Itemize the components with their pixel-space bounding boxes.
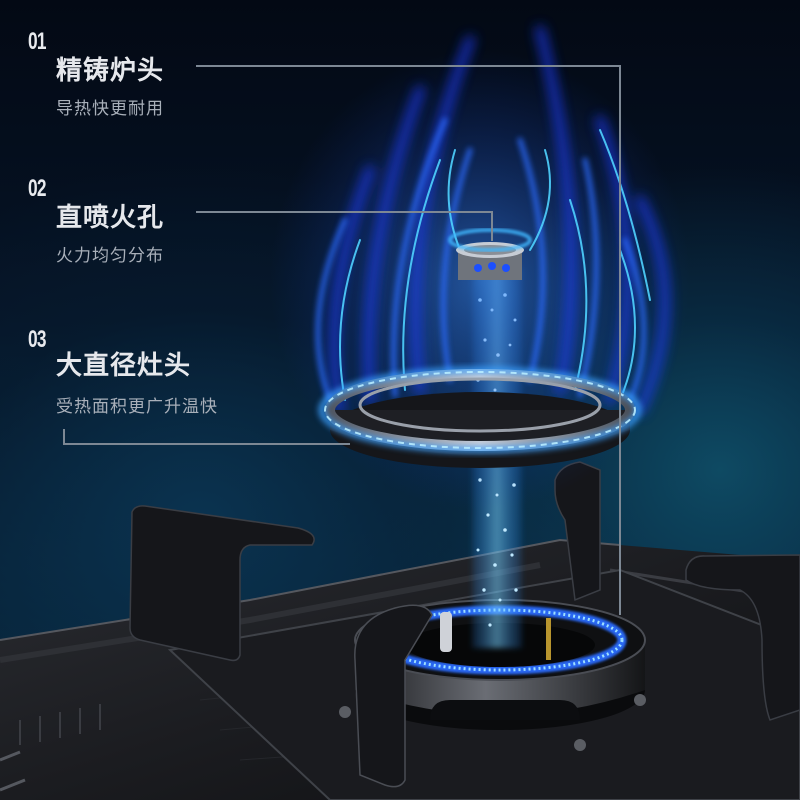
feature-number: 03 (28, 326, 46, 353)
callout-line-03-h (63, 443, 350, 445)
callout-line-02-v (491, 211, 493, 241)
callout-line-01-v (619, 65, 621, 615)
pan-support-front (354, 604, 433, 788)
feature-subtitle: 导热快更耐用 (56, 99, 164, 119)
feature-subtitle: 火力均匀分布 (56, 246, 164, 266)
feature-title: 大直径灶头 (56, 351, 192, 381)
feature-number: 02 (28, 175, 46, 202)
feature-subtitle: 受热面积更广升温快 (56, 397, 218, 417)
direct-jet-nozzle (448, 228, 532, 280)
callout-line-01-h (196, 65, 621, 67)
callout-line-02-h (196, 211, 493, 213)
feature-title: 精铸炉头 (56, 56, 165, 86)
blue-flames (315, 25, 670, 415)
feature-number: 01 (28, 28, 46, 55)
callout-line-03-v (63, 429, 65, 444)
large-burner-ring (318, 366, 642, 468)
pan-support-left (129, 505, 315, 662)
pan-support-right (685, 554, 800, 721)
feature-title: 直喷火孔 (56, 203, 165, 233)
